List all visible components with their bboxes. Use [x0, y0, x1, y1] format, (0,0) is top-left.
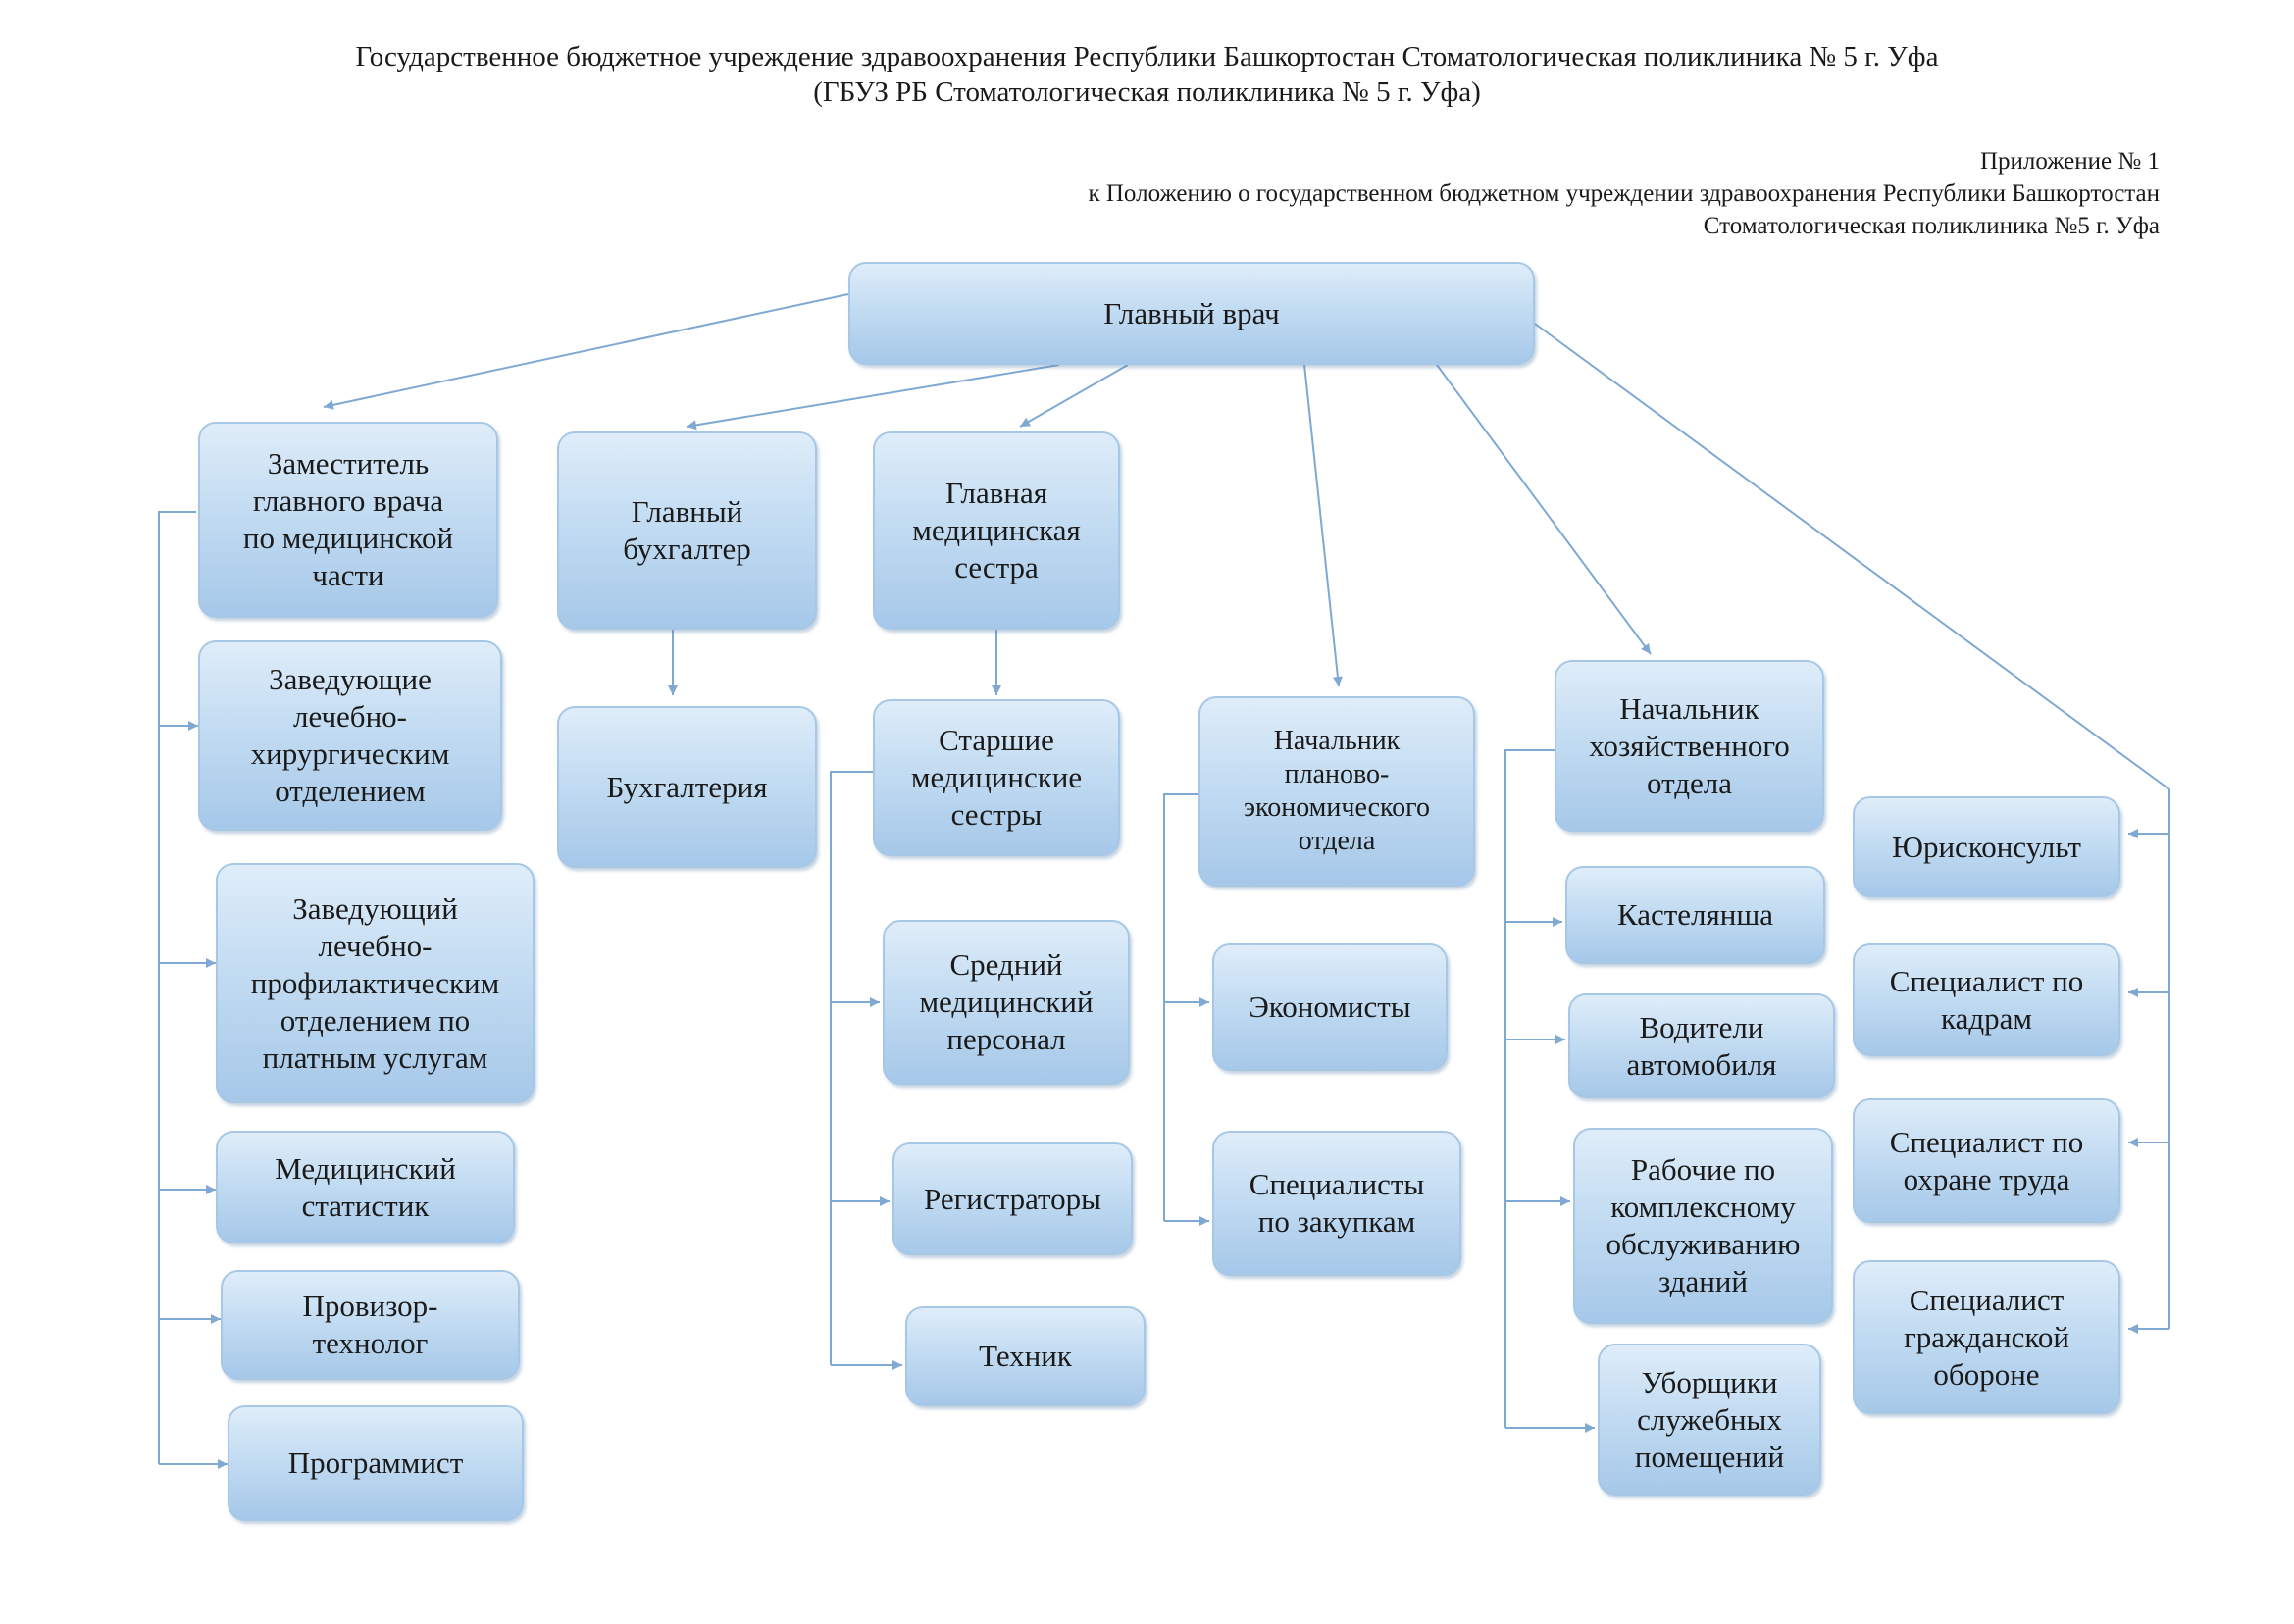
- node-accounting: Бухгалтерия: [557, 706, 817, 868]
- node-head-paid-services-dept: Заведующий лечебно- профилактическим отд…: [216, 863, 535, 1103]
- node-chief-physician: Главный врач: [848, 262, 1535, 365]
- node-mid-medical-staff: Средний медицинский персонал: [883, 920, 1130, 1085]
- edge-chief-econ: [1303, 364, 1343, 687]
- edge-chief-accountant: [686, 364, 1060, 431]
- node-civil-defense-specialist: Специалист гражданской обороне: [1853, 1260, 2120, 1414]
- node-programmer: Программист: [228, 1405, 524, 1521]
- node-hr-specialist: Специалист по кадрам: [1853, 943, 2120, 1056]
- node-labor-safety-specialist: Специалист по охране труда: [1853, 1098, 2120, 1223]
- edge-chief-headnurse: [1019, 364, 1129, 428]
- edge-chief-deputy: [323, 293, 849, 410]
- node-head-surgical-dept: Заведующие лечебно- хирургическим отделе…: [198, 640, 502, 831]
- node-office-cleaners: Уборщики служебных помещений: [1598, 1344, 1821, 1496]
- node-medical-statistician: Медицинский статистик: [216, 1131, 515, 1243]
- node-head-household-dept: Начальник хозяйственного отдела: [1555, 660, 1824, 832]
- node-head-nurse: Главная медицинская сестра: [873, 431, 1120, 630]
- appendix-number: Приложение № 1: [1979, 148, 2160, 175]
- node-technician: Техник: [905, 1306, 1146, 1406]
- node-deputy-chief: Заместитель главного врача по медицинско…: [198, 422, 498, 618]
- appendix-reference: к Положению о государственном бюджетном …: [1088, 180, 2160, 207]
- institution-short-title: (ГБУЗ РБ Стоматологическая поликлиника №…: [813, 76, 1481, 108]
- node-chief-accountant: Главный бухгалтер: [557, 431, 817, 630]
- node-senior-nurses: Старшие медицинские сестры: [873, 699, 1120, 856]
- node-registrars: Регистраторы: [892, 1142, 1133, 1255]
- node-legal-adviser: Юрисконсульт: [1853, 796, 2120, 897]
- node-pharmacist-technologist: Провизор- технолог: [221, 1270, 520, 1380]
- appendix-reference-cont: Стоматологическая поликлиника №5 г. Уфа: [1703, 213, 2160, 239]
- edge-chief-right-bus: [1534, 323, 2170, 1329]
- node-head-planning-econ-dept: Начальник планово- экономического отдела: [1198, 696, 1475, 887]
- edge-chief-house: [1436, 364, 1652, 655]
- node-economists: Экономисты: [1212, 943, 1448, 1071]
- node-linen-keeper: Кастелянша: [1565, 866, 1825, 964]
- node-building-maintenance-workers: Рабочие по комплексному обслуживанию зда…: [1573, 1128, 1833, 1324]
- node-procurement-specialists: Специалисты по закупкам: [1212, 1131, 1461, 1276]
- institution-title: Государственное бюджетное учреждение здр…: [355, 41, 1939, 73]
- node-drivers: Водители автомобиля: [1568, 993, 1835, 1098]
